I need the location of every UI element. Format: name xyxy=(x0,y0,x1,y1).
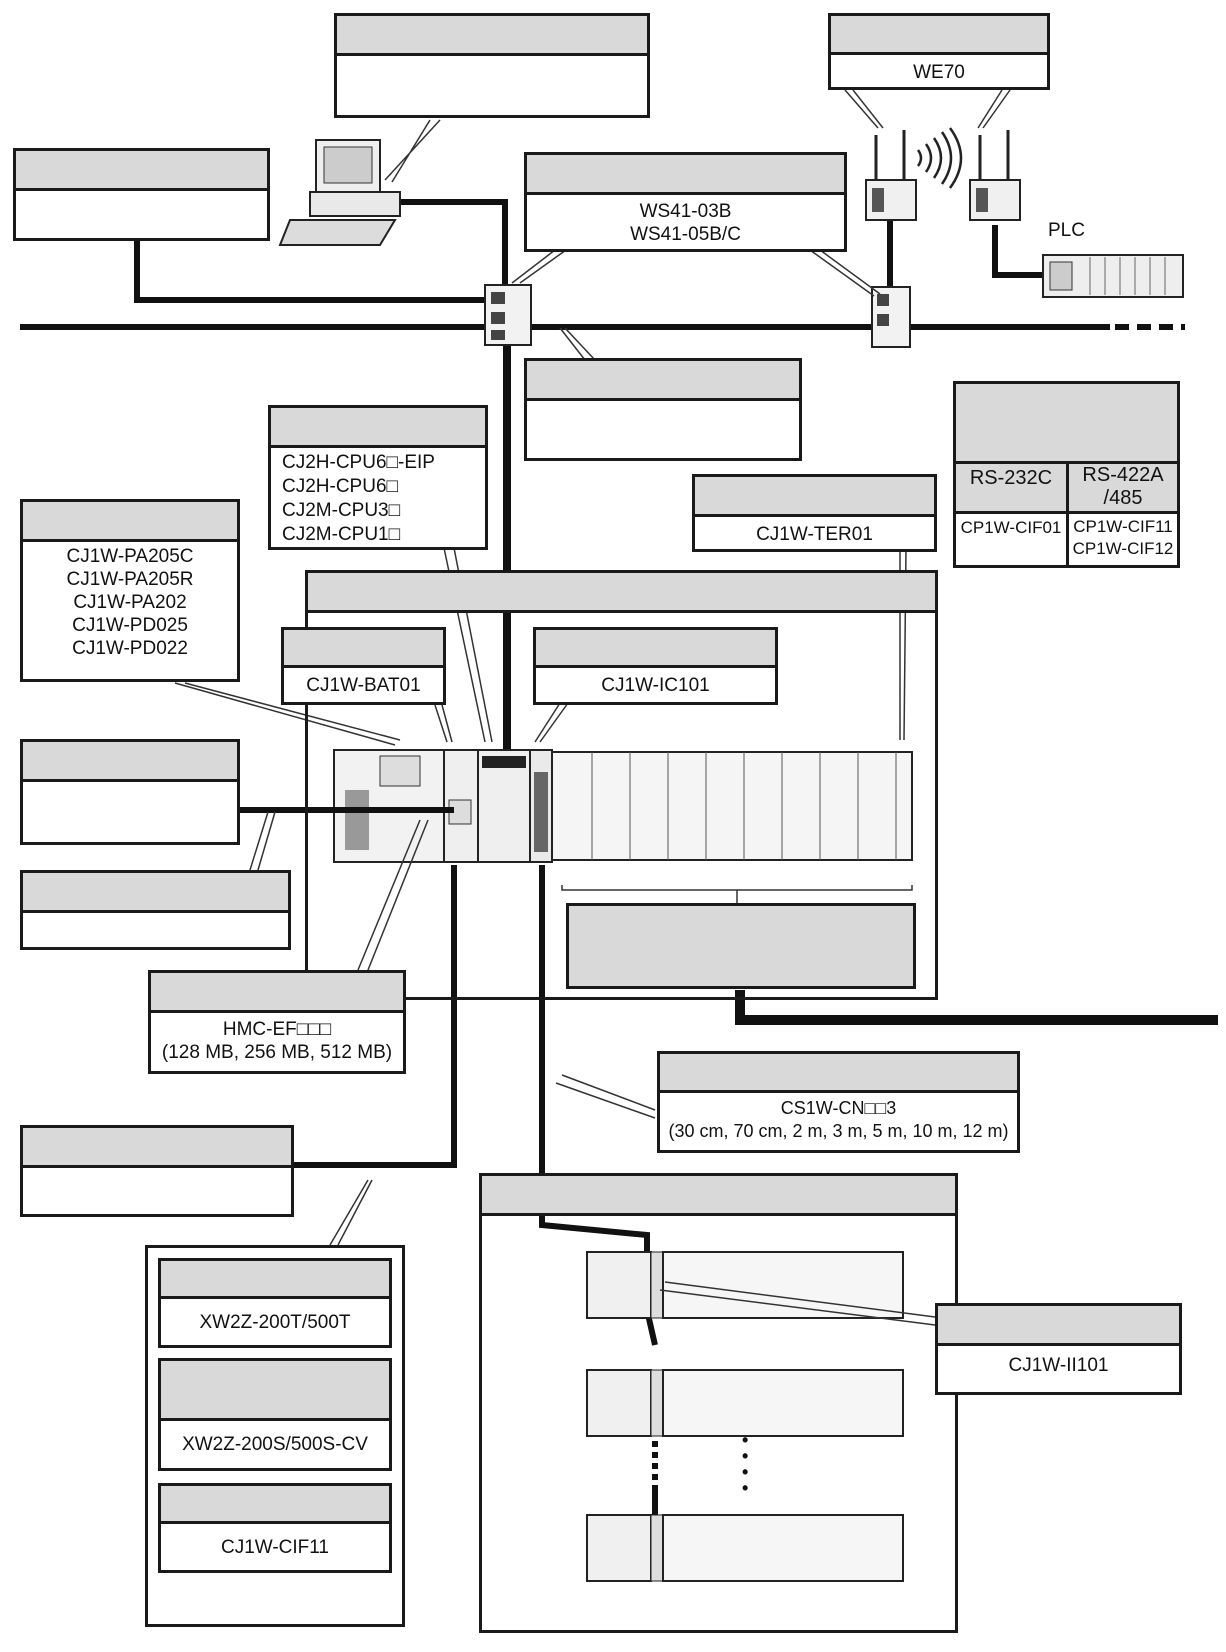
callout-rs232-box xyxy=(249,811,276,871)
serial-option-box xyxy=(20,1125,294,1217)
we70-box: WE70 xyxy=(828,13,1050,90)
we70-ap-1 xyxy=(865,130,917,221)
serial-option-1: XW2Z-200T/500T xyxy=(158,1258,392,1348)
expansion-rack-3 xyxy=(586,1514,904,1582)
callout-ii101 xyxy=(659,1281,936,1326)
serial-col2-value-2: CP1W-CIF12 xyxy=(1072,539,1174,558)
switch-1 xyxy=(484,284,532,346)
callout-memory xyxy=(357,819,429,971)
cpu-model-3: CJ2M-CPU3□ xyxy=(282,500,401,521)
pc-callout-box xyxy=(334,13,650,118)
end-cover-box: CJ1W-TER01 xyxy=(692,474,937,552)
battery-label: CJ1W-BAT01 xyxy=(306,675,421,696)
rs232-device-box xyxy=(20,739,240,845)
cpu-box: CJ2H-CPU6□-EIP CJ2H-CPU6□ CJ2M-CPU3□ CJ2… xyxy=(268,405,488,550)
plc-label: PLC xyxy=(1048,220,1085,241)
ellipsis-dots: • • • • xyxy=(742,1430,749,1498)
we70-label: WE70 xyxy=(913,62,965,83)
cable-model-box: CS1W-CN□□3 (30 cm, 70 cm, 2 m, 3 m, 5 m,… xyxy=(657,1051,1020,1153)
callout-bat01 xyxy=(434,704,453,743)
interface-unit-label: CJ1W-IC101 xyxy=(601,675,710,696)
serial-col2-header: RS-422A /485 xyxy=(1082,464,1164,509)
callout-we70-1 xyxy=(844,89,884,129)
power-model-1: CJ1W-PA205C xyxy=(66,546,194,567)
switch-2 xyxy=(871,286,911,348)
cpu-model-4: CJ2M-CPU1□ xyxy=(282,524,401,545)
memory-card-model: HMC-EF□□□ xyxy=(222,1019,332,1040)
end-cover-label: CJ1W-TER01 xyxy=(756,524,873,545)
serial-option-3: CJ1W-CIF11 xyxy=(158,1483,392,1573)
callout-ic101 xyxy=(534,702,569,743)
serial-options-group xyxy=(145,1245,405,1627)
serial-option-3-label: CJ1W-CIF11 xyxy=(220,1537,330,1558)
units-box xyxy=(566,903,916,989)
callout-power xyxy=(174,682,401,746)
wireless-waves xyxy=(916,127,963,189)
main-rack-frame xyxy=(305,570,938,1000)
cable-lengths: (30 cm, 70 cm, 2 m, 3 m, 5 m, 10 m, 12 m… xyxy=(668,1121,1009,1141)
cable-box xyxy=(20,870,291,950)
serial-option-1-label: XW2Z-200T/500T xyxy=(199,1312,351,1333)
we70-ap-2 xyxy=(969,130,1021,221)
expansion-unit-box: CJ1W-II101 xyxy=(935,1303,1182,1395)
serial-col1-header: RS-232C xyxy=(956,464,1069,511)
callout-we70-2 xyxy=(977,89,1011,129)
switch-model-1: WS41-03B xyxy=(639,201,732,222)
power-model-2: CJ1W-PA205R xyxy=(66,569,194,590)
left-top-box xyxy=(13,148,270,241)
expansion-bus xyxy=(735,990,1218,1025)
power-supply-box: CJ1W-PA205C CJ1W-PA205R CJ1W-PA202 CJ1W-… xyxy=(20,499,240,682)
pc-link xyxy=(395,199,508,285)
cpu-model-2: CJ2H-CPU6□ xyxy=(282,476,398,497)
serial-option-link xyxy=(285,865,457,1168)
cpu-model-1: CJ2H-CPU6□-EIP xyxy=(282,452,435,473)
serial-option-2-label: XW2Z-200S/500S-CV xyxy=(182,1434,368,1455)
battery-box: CJ1W-BAT01 xyxy=(281,627,446,705)
power-model-5: CJ1W-PD022 xyxy=(72,638,188,659)
main-plc-rack xyxy=(333,749,913,863)
left-box-link xyxy=(134,240,490,303)
power-model-3: CJ1W-PA202 xyxy=(73,592,187,613)
switch-box: WS41-03B WS41-05B/C xyxy=(524,152,847,252)
callout-trunk xyxy=(559,327,596,361)
plc-illustration xyxy=(1042,254,1184,298)
callout-cable xyxy=(555,1074,656,1119)
callout-serial-options xyxy=(329,1179,373,1246)
expansion-unit-label: CJ1W-II101 xyxy=(1008,1355,1109,1376)
callout-switch-1 xyxy=(511,249,567,284)
serial-option-2: XW2Z-200S/500S-CV xyxy=(158,1358,392,1471)
serial-col1-value: CP1W-CIF01 xyxy=(956,514,1069,565)
interface-unit-box: CJ1W-IC101 xyxy=(533,627,778,705)
memory-card-sizes: (128 MB, 256 MB, 512 MB) xyxy=(161,1042,393,1063)
callout-pc xyxy=(384,119,441,183)
callout-switch-2 xyxy=(809,249,881,297)
expansion-frame xyxy=(479,1173,958,1633)
serial-col2-value-1: CP1W-CIF11 xyxy=(1073,517,1173,536)
ethernet-callout-box xyxy=(524,358,802,461)
cable-model: CS1W-CN□□3 xyxy=(780,1098,897,1118)
memory-card-box: HMC-EF□□□ (128 MB, 256 MB, 512 MB) xyxy=(148,970,406,1074)
expansion-rack-2 xyxy=(586,1369,904,1437)
pc-illustration xyxy=(278,139,401,246)
switch-model-2: WS41-05B/C xyxy=(630,224,741,245)
power-model-4: CJ1W-PD025 xyxy=(72,615,188,636)
serial-table: RS-232C RS-422A /485 CP1W-CIF01 CP1W-CIF… xyxy=(953,381,1180,568)
expansion-rack-1 xyxy=(586,1251,904,1319)
we70-plc-link xyxy=(992,225,1045,278)
